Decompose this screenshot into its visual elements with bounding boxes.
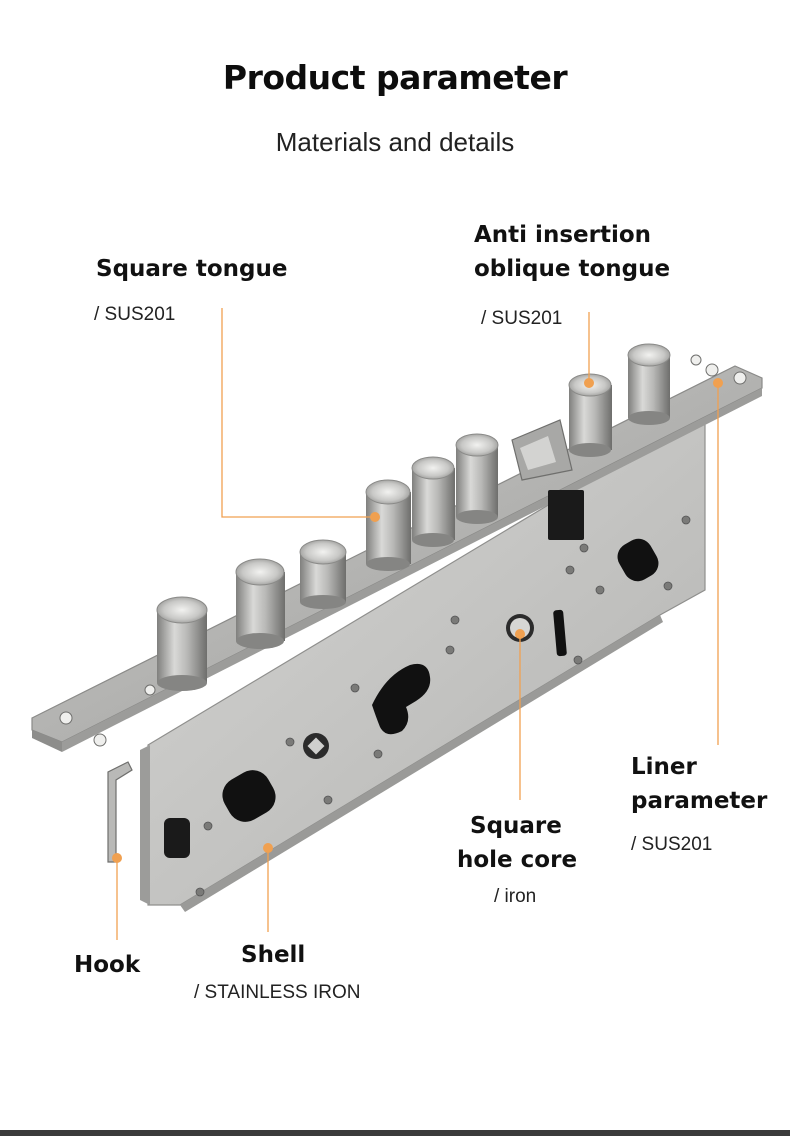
liner-dot xyxy=(713,378,723,388)
bolt-1 xyxy=(156,596,208,691)
anti-insertion-dot xyxy=(584,378,594,388)
bolt-7 xyxy=(568,373,612,457)
lock-body xyxy=(140,419,706,912)
bolt-2 xyxy=(235,558,285,649)
bolt-5 xyxy=(411,456,455,547)
square-tongue-leader xyxy=(221,308,375,518)
hook-label: Hook xyxy=(74,952,141,978)
square-tongue-material: / SUS201 xyxy=(94,304,176,325)
bolt-cylinders xyxy=(156,343,671,691)
square-hole-core-dot xyxy=(515,629,525,639)
callout-dots xyxy=(112,378,723,863)
page-title: Product parameter xyxy=(222,58,568,97)
anti-insertion-material: / SUS201 xyxy=(481,308,563,329)
hook-bar xyxy=(107,761,133,863)
square-hole-core xyxy=(303,614,534,759)
square-hole-core-label-line1: Square xyxy=(470,813,562,839)
anti-insertion-label-line1: Anti insertion xyxy=(474,222,652,248)
bolt-4 xyxy=(365,479,411,571)
square-tongue-label: Square tongue xyxy=(96,256,288,282)
liner-label-line2: parameter xyxy=(631,788,768,814)
bolt-3 xyxy=(299,539,347,609)
shell-label: Shell xyxy=(241,942,306,968)
liner-label-line1: Liner xyxy=(631,754,697,780)
square-hole-core-label-line2: hole core xyxy=(457,847,578,873)
shell-material: / STAINLESS IRON xyxy=(194,982,361,1003)
callout-lines xyxy=(116,308,719,940)
body-screws xyxy=(195,515,691,897)
bottom-divider xyxy=(0,1130,790,1136)
plate-screws xyxy=(59,354,747,747)
shell-dot xyxy=(263,843,273,853)
anti-insertion-label-line2: oblique tongue xyxy=(474,256,671,282)
bolt-6 xyxy=(455,433,499,524)
bolt-8 xyxy=(627,343,671,425)
square-hole-core-material: / iron xyxy=(494,886,537,907)
page-subtitle: Materials and details xyxy=(275,127,515,157)
body-cutouts xyxy=(164,490,659,858)
oblique-tongue xyxy=(511,419,573,481)
liner-material: / SUS201 xyxy=(631,834,713,855)
square-tongue-dot xyxy=(370,512,380,522)
hook-dot xyxy=(112,853,122,863)
